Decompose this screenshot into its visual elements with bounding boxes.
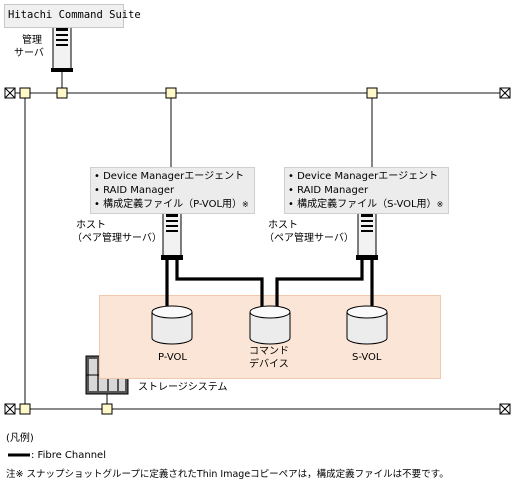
command-device-cylinder-icon xyxy=(249,305,291,345)
storage-system-label: ストレージシステム xyxy=(138,382,228,393)
agent-item: • RAID Manager xyxy=(94,185,175,196)
terminator-icon xyxy=(499,87,511,99)
lan-terminator-icons xyxy=(4,87,511,415)
software-title: Hitachi Command Suite xyxy=(8,9,141,21)
agent-item-text: Device Managerエージェント xyxy=(103,171,245,182)
agent-item-text: RAID Manager xyxy=(103,185,175,196)
host-left-label-1: ホスト xyxy=(76,220,106,231)
pvol-cylinder-icon xyxy=(151,305,193,345)
pvol-label: P-VOL xyxy=(158,352,187,363)
footnote: 注※ スナップショットグループに定義されたThin Imageコピーペアは，構成… xyxy=(6,469,449,480)
agent-item: • Device Managerエージェント xyxy=(94,171,245,182)
agent-item-text: 構成定義ファイル（S-VOL用） xyxy=(297,199,437,210)
terminator-icon xyxy=(499,403,511,415)
host-server-left-icon xyxy=(161,209,183,260)
terminator-icon xyxy=(4,403,16,415)
agent-item-text: RAID Manager xyxy=(297,185,369,196)
agent-item-text: Device Managerエージェント xyxy=(297,171,439,182)
mgmt-server-label-2: サーバ xyxy=(14,48,44,59)
agent-item: • RAID Manager xyxy=(288,185,369,196)
svol-cylinder-icon xyxy=(346,305,388,345)
agent-box-right: • Device Managerエージェント • RAID Manager • … xyxy=(284,167,449,214)
cmd-device-label-1: コマンド xyxy=(249,346,289,357)
note-mark: ※ xyxy=(242,200,249,209)
agent-list-right: • Device Managerエージェント • RAID Manager • … xyxy=(285,168,448,212)
host-right-label-2: （ペア管理サーバ） xyxy=(264,233,354,244)
lan-lines xyxy=(14,72,504,410)
svol-label: S-VOL xyxy=(352,352,382,363)
management-server-icon xyxy=(51,23,73,72)
note-mark: ※ xyxy=(436,200,444,209)
agent-item: • Device Managerエージェント xyxy=(288,171,439,182)
terminator-icon xyxy=(4,87,16,99)
legend-title: (凡例) xyxy=(6,433,34,444)
agent-item: • 構成定義ファイル（S-VOL用）※ xyxy=(288,199,444,210)
legend-fibre-label: : Fibre Channel xyxy=(31,450,106,461)
host-left-label-2: （ペア管理サーバ） xyxy=(72,233,162,244)
agent-list-left: • Device Managerエージェント • RAID Manager • … xyxy=(91,168,254,212)
agent-item: • 構成定義ファイル（P-VOL用）※ xyxy=(94,199,249,210)
host-right-label-1: ホスト xyxy=(268,220,298,231)
agent-box-left: • Device Managerエージェント • RAID Manager • … xyxy=(90,167,255,214)
mgmt-server-label-1: 管理 xyxy=(22,35,42,46)
connection-point-icons xyxy=(19,87,378,415)
cmd-device-label-2: デバイス xyxy=(249,359,289,370)
software-box xyxy=(4,4,124,28)
agent-item-text: 構成定義ファイル（P-VOL用） xyxy=(103,199,243,210)
